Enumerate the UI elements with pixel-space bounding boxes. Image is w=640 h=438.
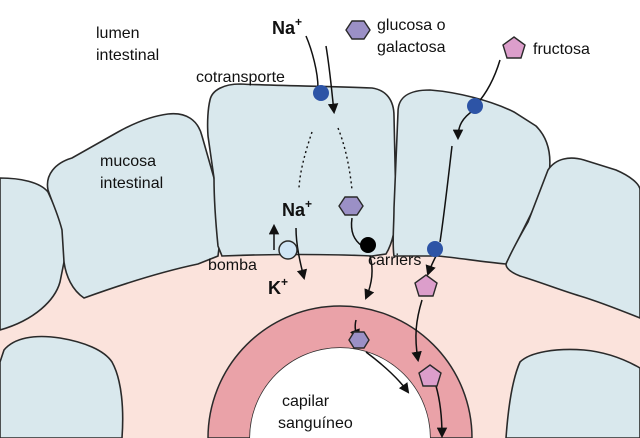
k-into-cell-arrow (295, 227, 308, 281)
fructose-pentagon-icon (414, 274, 438, 297)
capillary-label: capilar (282, 393, 330, 410)
glucose-label: galactosa (377, 39, 446, 56)
carrier-circle (360, 237, 376, 253)
fructose-cytoplasm-arrow (439, 145, 453, 243)
lumen-label: intestinal (96, 47, 159, 64)
epithelial-cell (505, 348, 640, 438)
fructose-in-blood-arrow (435, 385, 448, 438)
glucose-cytoplasm-path (337, 127, 353, 191)
glucose-label: glucosa o (377, 17, 446, 34)
fructose-exit-arrow (425, 255, 437, 276)
glucose-to-tissue-arrow (364, 255, 375, 300)
glucose-in-blood-arrow (365, 351, 410, 394)
mucosa-label: mucosa (100, 153, 156, 170)
fructose-pentagon-icon (418, 364, 442, 387)
bomba-label: bomba (208, 257, 257, 274)
glucose-hexagon-icon (345, 20, 371, 40)
fructose-transporter-circle (467, 98, 483, 114)
epithelial-cell (0, 335, 124, 438)
epithelial-cell (206, 83, 397, 257)
glucose-hexagon-icon (338, 196, 364, 216)
na-cell-label: Na+ (282, 197, 312, 220)
fructose-entry-arrow (475, 59, 501, 106)
na-k-pump-circle (278, 240, 298, 260)
fructose-pentagon-icon (502, 36, 526, 59)
glucose-hexagon-icon (348, 331, 370, 349)
glucose-entry-arrow (325, 45, 339, 115)
basolateral-transporter-circle (427, 241, 443, 257)
fructose-to-capillary-arrow (411, 299, 423, 363)
mucosa-label: intestinal (100, 175, 163, 192)
na-entry-arrow (305, 35, 319, 89)
capillary-lumen (250, 348, 430, 438)
capillary-label: sanguíneo (278, 415, 353, 432)
cotransporte-label: cotransporte (196, 69, 285, 86)
epithelial-cell (505, 157, 640, 319)
carriers-label: carriers (368, 252, 421, 269)
cotransporter-circle (313, 85, 329, 101)
lumen-label: lumen (96, 25, 140, 42)
fructose-label: fructosa (533, 41, 590, 58)
k-label: K+ (268, 275, 288, 298)
na-lumen-label: Na+ (272, 15, 302, 38)
